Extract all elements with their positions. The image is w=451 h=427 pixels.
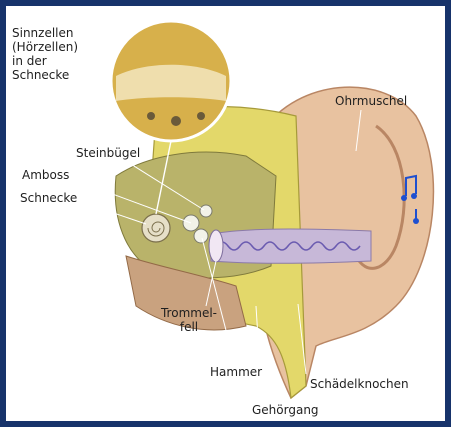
label-amboss: Amboss [22, 168, 69, 182]
label-hammer: Hammer [210, 365, 262, 379]
magnified-dot-3 [147, 112, 155, 120]
magnified-dot-2 [197, 112, 205, 120]
eardrum-shape [209, 230, 223, 262]
label-sinneszellen-line1: Sinnzellen [12, 26, 107, 40]
diagram-panel: Sinnzellen (Hörzellen) in der Schnecke O… [6, 6, 445, 421]
ossicle-hammer [194, 229, 208, 243]
label-sinneszellen-line2: (Hörzellen) [12, 40, 107, 54]
cochlea-shape [142, 214, 170, 242]
ossicle-steinbuegel [200, 205, 212, 217]
label-steinbuegel: Steinbügel [76, 146, 140, 160]
magnified-dot-1 [171, 116, 181, 126]
label-sinneszellen-line4: Schnecke [12, 68, 107, 82]
label-sinneszellen-block: Sinnzellen (Hörzellen) in der Schnecke [12, 26, 107, 82]
ear-canal-shape [211, 229, 371, 263]
label-trommelfell-line2: fell [154, 320, 224, 334]
label-schnecke: Schnecke [20, 191, 77, 205]
label-schaedelknochen: Schädelknochen [310, 377, 409, 391]
label-gehoergang: Gehörgang [252, 403, 319, 417]
magnified-cells [116, 65, 226, 101]
label-ohrmuschel: Ohrmuschel [335, 94, 407, 108]
label-trommelfell-line1: Trommel- [154, 306, 224, 320]
label-trommelfell-block: Trommel- fell [154, 306, 224, 334]
label-sinneszellen-line3: in der [12, 54, 107, 68]
